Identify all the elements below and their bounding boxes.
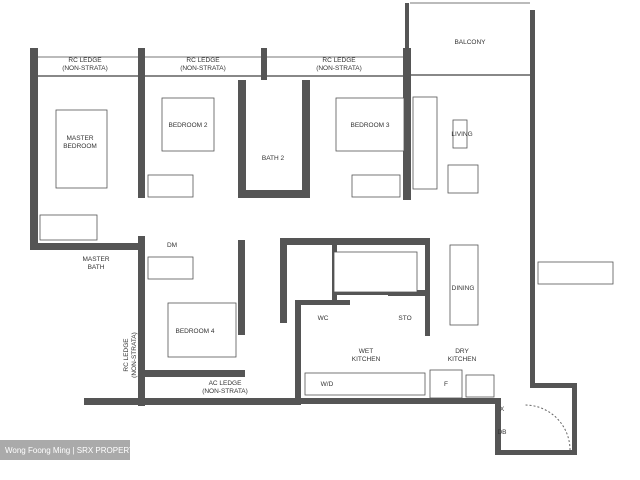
wardrobe-master	[39, 214, 98, 241]
ledge-lines	[34, 2, 530, 77]
fridge-box	[429, 369, 463, 399]
sto-label: STO	[398, 315, 411, 322]
bath-2-label: BATH 2	[262, 155, 285, 162]
master-bath-label: MASTER	[82, 256, 109, 263]
bedroom-2-label: BEDROOM 2	[168, 122, 207, 129]
x-label: X	[500, 406, 505, 413]
coffee-table	[452, 119, 468, 149]
dry-counter	[465, 374, 495, 398]
wardrobe-3	[351, 174, 401, 198]
fridge-label: F	[444, 381, 448, 388]
wc-label: WC	[318, 315, 329, 322]
svg-text:RC LEDGE(NON-STRATA): RC LEDGE(NON-STRATA)	[62, 57, 108, 72]
bed-3	[335, 97, 405, 152]
room-labels: RC LEDGE(NON-STRATA) RC LEDGE(NON-STRATA…	[62, 39, 506, 436]
wardrobe-2	[147, 174, 194, 198]
ac-ledge-label: AC LEDGE	[209, 380, 243, 387]
rc-ledge-side-label: RC LEDGE	[123, 338, 130, 372]
living-label: LIVING	[451, 131, 472, 138]
aircon-ledge	[537, 261, 614, 285]
rc-ledge-2-label: RC LEDGE	[186, 57, 220, 64]
walls	[30, 3, 577, 455]
svg-text:RC LEDGE(NON-STRATA): RC LEDGE(NON-STRATA)	[123, 332, 138, 378]
wd-label: W/D	[321, 381, 334, 388]
dry-kitchen-label: DRY	[455, 348, 469, 355]
wet-kitchen-label: WET	[359, 348, 373, 355]
furniture	[39, 96, 614, 451]
bathtub	[333, 251, 418, 293]
master-bedroom-label: MASTER	[66, 135, 93, 142]
door-swing	[524, 404, 571, 451]
bedroom-4-label: BEDROOM 4	[175, 328, 214, 335]
balcony-label: BALCONY	[454, 39, 486, 46]
rc-ledge-3-label: RC LEDGE	[322, 57, 356, 64]
kitchen-counter	[304, 372, 426, 396]
wardrobe-dm	[147, 256, 194, 280]
watermark-text: Wong Foong Ming | SRX PROPERTY	[5, 446, 140, 455]
db-label: DB	[497, 429, 506, 436]
armchair	[447, 164, 479, 194]
dining-label: DINING	[452, 285, 475, 292]
svg-text:AC LEDGE(NON-STRATA): AC LEDGE(NON-STRATA)	[202, 380, 248, 395]
svg-text:RC LEDGE(NON-STRATA): RC LEDGE(NON-STRATA)	[180, 57, 226, 72]
bed-2	[161, 97, 215, 152]
watermark: Wong Foong Ming | SRX PROPERTY	[0, 440, 140, 460]
bed-4	[167, 302, 237, 358]
rc-ledge-1-label: RC LEDGE	[68, 57, 102, 64]
bedroom-3-label: BEDROOM 3	[350, 122, 389, 129]
dm-label: DM	[167, 242, 177, 249]
svg-text:RC LEDGE(NON-STRATA): RC LEDGE(NON-STRATA)	[316, 57, 362, 72]
sofa	[412, 96, 438, 190]
master-bed	[55, 109, 108, 189]
dining-table	[449, 244, 479, 326]
